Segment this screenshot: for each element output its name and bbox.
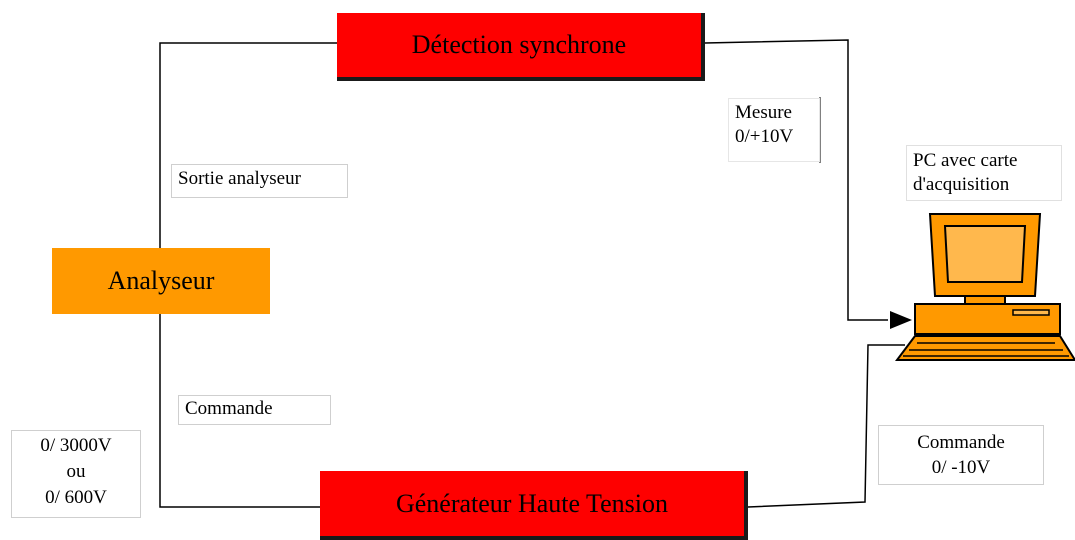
mesure-label-box: Mesure 0/+10V — [728, 98, 820, 162]
detection-synchrone-label: Détection synchrone — [411, 30, 627, 59]
voltage-range-line-1: 0/ 3000V — [40, 435, 112, 456]
pc-label-line-1: PC avec carte — [913, 150, 1018, 171]
wire-analyseur-to-generateur — [159, 312, 320, 508]
mesure-label-line: Mesure — [735, 102, 792, 123]
sortie-analyseur-label: Sortie analyseur — [171, 164, 348, 198]
pc-computer-icon — [895, 210, 1075, 370]
commande-right-label: Commande 0/ -10V — [878, 425, 1044, 485]
wire-generateur-to-pc — [747, 344, 905, 508]
sortie-analyseur-text: Sortie analyseur — [178, 168, 301, 189]
commande-left-label: Commande — [178, 395, 331, 425]
mesure-range-line: 0/+10V — [735, 126, 794, 147]
wire-detection-to-pc — [704, 39, 888, 321]
commande-left-text: Commande — [185, 398, 273, 419]
analyseur-label: Analyseur — [107, 266, 215, 295]
voltage-range-line-2: ou — [66, 461, 86, 482]
commande-right-line-2: 0/ -10V — [931, 457, 991, 478]
detection-synchrone-box: Détection synchrone — [337, 13, 705, 81]
generateur-haute-tension-box: Générateur Haute Tension — [320, 471, 748, 540]
arrowhead-to-pc — [890, 311, 912, 329]
analyseur-box: Analyseur — [52, 248, 270, 314]
wire-analyseur-to-detection — [159, 42, 337, 252]
voltage-range-line-3: 0/ 600V — [45, 487, 107, 508]
commande-right-line-1: Commande — [917, 432, 1005, 453]
voltage-range-label: 0/ 3000V ou 0/ 600V — [11, 430, 141, 518]
pc-label: PC avec carte d'acquisition — [906, 145, 1062, 201]
generateur-haute-tension-label: Générateur Haute Tension — [395, 488, 669, 518]
pc-label-line-2: d'acquisition — [913, 174, 1010, 195]
